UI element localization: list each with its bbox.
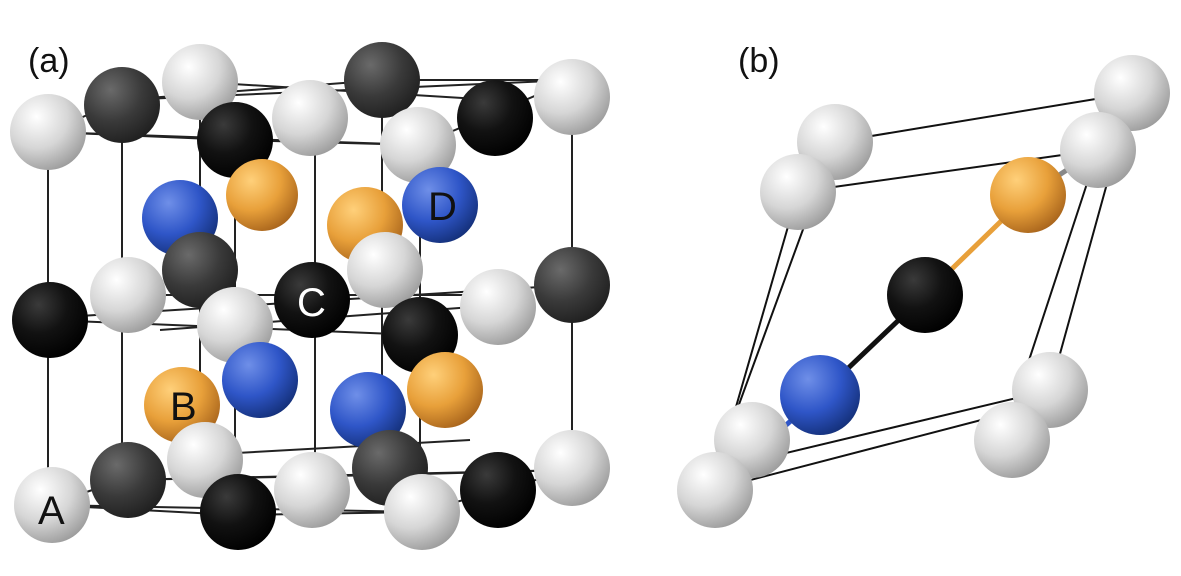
atom-white	[1094, 55, 1170, 131]
atom-white	[677, 452, 753, 528]
atom-black	[200, 474, 276, 550]
atom-orange	[226, 159, 298, 231]
atom-orange	[990, 157, 1066, 233]
atom-white	[760, 154, 836, 230]
atom-dark-gray	[90, 442, 166, 518]
panel-b-label: (b)	[738, 42, 780, 80]
atom-white	[974, 402, 1050, 478]
atom-label-a: A	[38, 489, 65, 533]
atom-label-c: C	[297, 281, 326, 325]
atom-black	[460, 452, 536, 528]
atom-black	[12, 282, 88, 358]
atom-label-d: D	[428, 185, 457, 229]
atom-blue	[780, 355, 860, 435]
atom-white	[384, 474, 460, 550]
atom-dark-gray	[534, 247, 610, 323]
panel-a-label: (a)	[28, 42, 70, 80]
atom-white-a	[14, 467, 90, 543]
panel-b-primitive-cell	[677, 55, 1170, 528]
atom-black-c	[274, 262, 350, 338]
atom-label-b: B	[170, 385, 197, 429]
atom-white	[274, 452, 350, 528]
atom-blue	[222, 342, 298, 418]
atom-white	[347, 232, 423, 308]
atom-white	[162, 44, 238, 120]
atom-black	[197, 102, 273, 178]
atom-black	[887, 257, 963, 333]
atom-black	[457, 80, 533, 156]
atom-dark-gray	[162, 232, 238, 308]
atom-dark-gray	[344, 42, 420, 118]
atom-white	[460, 269, 536, 345]
panel-a-conventional-cell: A B C D	[10, 42, 610, 550]
atom-white	[534, 59, 610, 135]
atom-white	[534, 430, 610, 506]
atom-white	[272, 80, 348, 156]
atom-white	[90, 257, 166, 333]
atom-white	[380, 107, 456, 183]
atom-dark-gray	[84, 67, 160, 143]
atom-blue-d	[402, 167, 478, 243]
atom-orange	[407, 352, 483, 428]
atom-blue	[330, 372, 406, 448]
atom-white	[1060, 112, 1136, 188]
atom-white	[10, 94, 86, 170]
